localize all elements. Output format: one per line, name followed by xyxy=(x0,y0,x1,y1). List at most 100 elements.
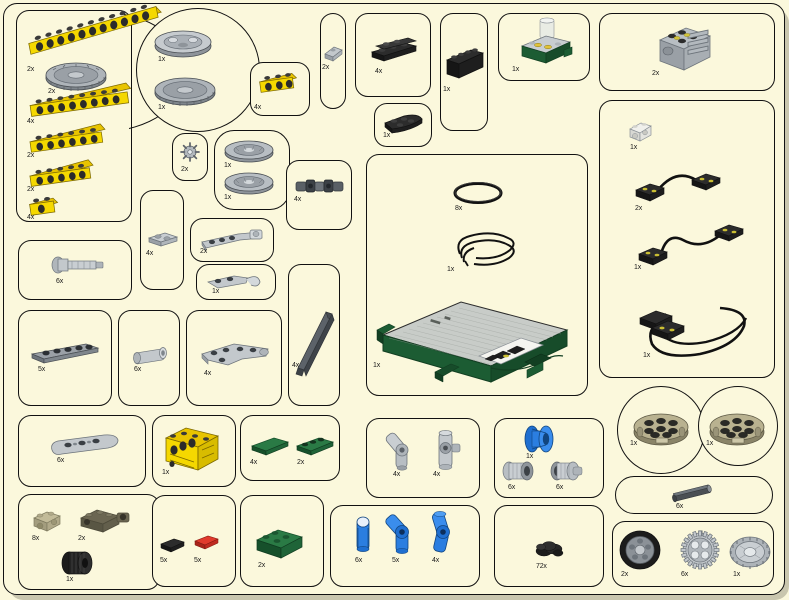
qty-green-rcx-baseplate: 1x xyxy=(373,362,380,369)
gray-bush-panel xyxy=(118,310,180,406)
black-technic-brick-1x6 xyxy=(443,44,487,86)
qty-tire-small-1: 1x xyxy=(224,162,231,169)
blue-double-connector xyxy=(424,510,462,556)
wire-long xyxy=(632,294,758,357)
tire-small-1 xyxy=(222,138,276,164)
dark-gray-long-beam xyxy=(292,298,340,380)
yellow-technic-brick-3 xyxy=(24,192,70,220)
qty-gear-crown: 1x xyxy=(733,571,740,578)
yellow-technic-beam-7 xyxy=(24,159,108,189)
circle-group-turntable-gear-right xyxy=(136,8,260,132)
qty-yellow-gearbox-frame: 1x xyxy=(162,469,169,476)
qty-gray-technic-beam-5: 5x xyxy=(38,366,45,373)
red-tile-1x2 xyxy=(192,532,222,552)
qty-black-plate-1x4: 4x xyxy=(375,68,382,75)
black-curved-plate-panel xyxy=(374,103,432,147)
qty-gray-pin-connector: 4x xyxy=(433,471,440,478)
gray-technic-beam-6 xyxy=(46,432,124,460)
black-tire-thick xyxy=(57,548,97,578)
yellow-beam-column-outline xyxy=(16,10,132,222)
qty-yellow-technic-beam-9: 2x xyxy=(27,152,34,159)
wheel-with-tire xyxy=(618,528,662,572)
qty-gray-clutch-left: 6x xyxy=(508,484,515,491)
gear-crown xyxy=(728,534,772,570)
tan-round-brick-4x4-right xyxy=(706,408,768,452)
gray-arm-plate xyxy=(204,268,268,292)
wire-short xyxy=(628,168,734,212)
black-tile-1x2 xyxy=(158,535,188,555)
qty-dark-gray-long-beam: 4x xyxy=(292,362,299,369)
gray-axle-pin-tool xyxy=(44,252,114,278)
rubber-band xyxy=(452,180,504,206)
tan-technic-brick xyxy=(30,506,68,536)
gray-motor xyxy=(652,20,722,78)
blue-pin-long xyxy=(350,514,376,556)
green-light-unit xyxy=(514,17,576,69)
gray-angle-connector xyxy=(382,428,422,472)
gray-triangular-beam xyxy=(198,338,276,370)
gray-connector-panel xyxy=(366,418,480,498)
black-curved-plate xyxy=(380,108,428,136)
wire-medium xyxy=(629,222,749,274)
gray-pin-connector xyxy=(429,428,463,472)
qty-gray-arm-plate: 1x xyxy=(212,288,219,295)
black-pin-pile xyxy=(530,538,570,562)
qty-gear-40-tooth-left: 2x xyxy=(48,88,55,95)
qty-tire-small-2: 1x xyxy=(224,194,231,201)
qty-tan-round-brick-left: 1x xyxy=(630,440,637,447)
qty-blue-angle-connector: 5x xyxy=(392,557,399,564)
yellow-gearbox-frame xyxy=(160,420,226,478)
qty-black-tile-1x2: 5x xyxy=(160,557,167,564)
gray-technic-beam-5 xyxy=(28,340,104,366)
gray-axle-bush xyxy=(128,344,172,368)
green-tile-1x4 xyxy=(248,434,294,460)
gear-8-tooth xyxy=(178,140,202,164)
qty-gray-axle-long: 6x xyxy=(676,503,683,510)
qty-yellow-technic-brick-3: 4x xyxy=(27,214,34,221)
dark-long-beam-panel xyxy=(288,264,340,406)
gray-plate-2x2 xyxy=(145,228,181,250)
qty-tan-technic-brick: 8x xyxy=(32,535,39,542)
qty-blue-double-connector: 4x xyxy=(432,557,439,564)
qty-gray-clutch-right: 6x xyxy=(556,484,563,491)
qty-green-brick-2x4: 2x xyxy=(258,562,265,569)
blue-angle-connector xyxy=(383,512,423,556)
qty-tan-round-brick-right: 1x xyxy=(706,440,713,447)
qty-string-cord: 1x xyxy=(447,266,454,273)
yellow-technic-beam-9 xyxy=(24,123,120,154)
tire-small-2 xyxy=(222,170,276,196)
qty-blue-pulley-wheel: 1x xyxy=(526,453,533,460)
qty-wire-short: 2x xyxy=(635,205,642,212)
green-brick-2x4 xyxy=(252,522,310,562)
black-plate-1x4 xyxy=(366,36,422,66)
qty-gray-angle-connector: 4x xyxy=(393,471,400,478)
yellow-technic-beam-4 xyxy=(255,68,307,98)
qty-black-tire-thick: 1x xyxy=(66,576,73,583)
qty-gray-wedge-plate: 2x xyxy=(322,64,329,71)
gray-universal-joint-panel xyxy=(286,160,352,230)
qty-gear-24-tooth: 6x xyxy=(681,571,688,578)
qty-black-pin-pile: 72x xyxy=(536,563,547,570)
qty-gray-axle-pin-tool: 6x xyxy=(56,278,63,285)
qty-wheel-with-tire: 2x xyxy=(621,571,628,578)
qty-gray-axle-bush: 6x xyxy=(134,366,141,373)
black-red-tile-panel xyxy=(152,495,236,587)
white-technic-brick xyxy=(626,118,656,146)
qty-tan-bracket-brick: 2x xyxy=(78,535,85,542)
qty-gear-8-tooth: 2x xyxy=(181,166,188,173)
qty-white-technic-brick: 1x xyxy=(630,144,637,151)
universal-joint xyxy=(292,172,348,198)
blue-pulley-wheel xyxy=(520,423,562,455)
gray-axle-long xyxy=(668,482,716,506)
qty-green-light-unit: 1x xyxy=(512,66,519,73)
gear-24-tooth xyxy=(678,528,722,572)
gray-clutch-left xyxy=(500,458,540,484)
gear-40-tooth xyxy=(43,58,109,92)
tan-bracket-brick xyxy=(75,502,135,536)
qty-yellow-technic-beam-4: 4x xyxy=(254,104,261,111)
qty-green-tile-1x4: 4x xyxy=(250,459,257,466)
qty-gear-40-tooth-right: 1x xyxy=(158,104,165,111)
qty-gray-plate-2x2: 4x xyxy=(146,250,153,257)
gray-clutch-right xyxy=(548,458,588,484)
electric-wires-panel xyxy=(599,100,775,378)
